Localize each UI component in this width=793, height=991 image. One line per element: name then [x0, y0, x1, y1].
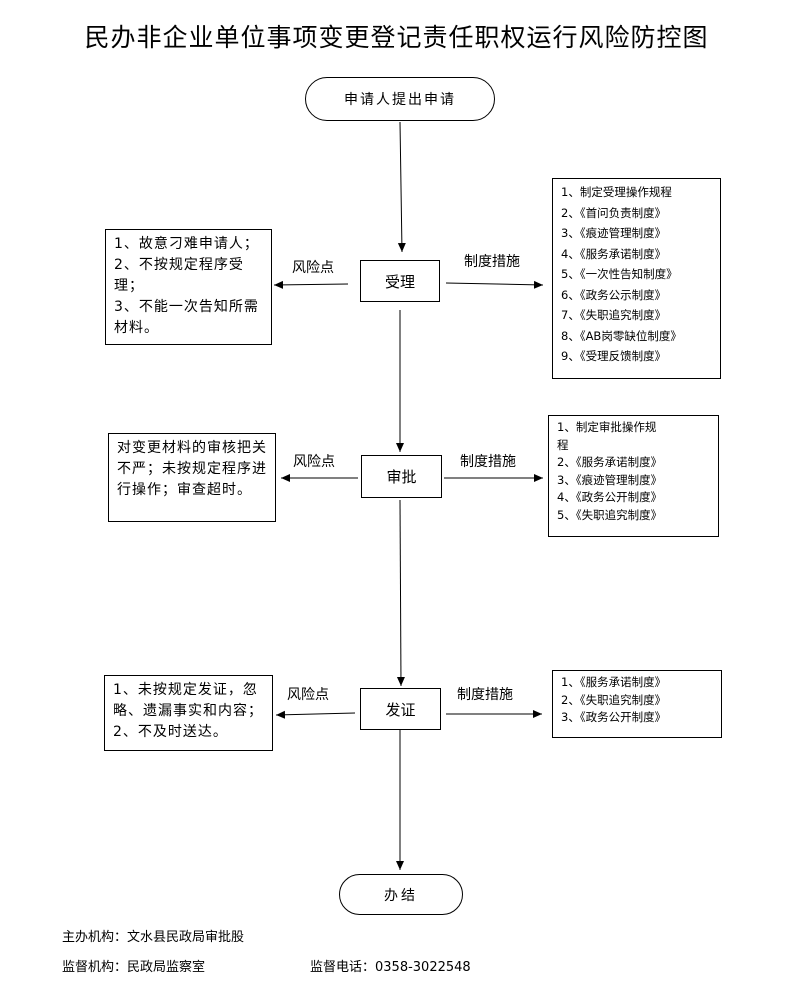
measure-item: 3、《痕迹管理制度》: [561, 226, 667, 240]
start-node: 申请人提出申请: [305, 77, 495, 121]
risk-item: 1、未按规定发证，忽略、遗漏事实和内容；: [113, 682, 263, 719]
measure-item: 7、《失职追究制度》: [561, 308, 667, 322]
arrow-issue-risk: [275, 710, 356, 719]
arrow-accept-measure: [445, 280, 544, 289]
measure-item: 1、制定受理操作规程: [561, 185, 672, 199]
page-title: 民办非企业单位事项变更登记责任职权运行风险防控图: [84, 23, 709, 52]
risk-box-issue: 1、未按规定发证，忽略、遗漏事实和内容； 2、不及时送达。: [104, 675, 273, 751]
measure-label-issue: 制度措施: [457, 687, 513, 703]
measure-item: 5、《一次性告知制度》: [561, 267, 678, 281]
measure-box-accept: 1、制定受理操作规程 2、《首问负责制度》 3、《痕迹管理制度》 4、《服务承诺…: [552, 178, 721, 379]
measure-item: 2、《失职追究制度》: [561, 692, 667, 707]
measure-item: 2、《服务承诺制度》: [557, 455, 663, 469]
arrow-start-to-accept: [397, 121, 406, 253]
measure-item: 2、《首问负责制度》: [561, 205, 667, 220]
measure-item: 8、《AB岗零缺位制度》: [561, 328, 682, 343]
measure-item: 1、制定审批操作规: [557, 420, 657, 434]
footer-organizer: 主办机构：文水县民政局审批股: [62, 930, 245, 945]
step-issue: 发证: [360, 688, 441, 730]
measure-item: 3、《政务公开制度》: [561, 710, 667, 724]
risk-box-approve: 对变更材料的审核把关不严；未按规定程序进行操作；审查超时。: [108, 433, 276, 522]
risk-item: 2、不按规定程序受理；: [114, 257, 244, 294]
arrow-approve-to-issue: [396, 499, 405, 687]
measure-item: 程: [557, 437, 569, 452]
risk-item: 1、故意刁难申请人；: [114, 236, 259, 252]
footer-supervisor: 监督机构：民政局监察室: [62, 960, 206, 975]
step-accept: 受理: [360, 260, 440, 302]
measure-item: 5、《失职追究制度》: [557, 507, 663, 522]
risk-label-approve: 风险点: [293, 454, 335, 470]
arrow-accept-risk: [273, 280, 349, 289]
risk-item: 3、不能一次告知所需材料。: [114, 299, 259, 336]
measure-item: 3、《痕迹管理制度》: [557, 472, 663, 487]
measure-box-issue: 1、《服务承诺制度》 2、《失职追究制度》 3、《政务公开制度》: [552, 670, 722, 738]
risk-label-accept: 风险点: [292, 260, 334, 276]
measure-box-approve: 1、制定审批操作规 程 2、《服务承诺制度》 3、《痕迹管理制度》 4、《政务公…: [548, 415, 719, 537]
end-node: 办结: [339, 874, 463, 915]
measure-item: 1、《服务承诺制度》: [561, 675, 667, 689]
measure-item: 9、《受理反馈制度》: [561, 349, 667, 363]
risk-label-issue: 风险点: [287, 687, 329, 703]
measure-item: 4、《政务公开制度》: [557, 490, 663, 504]
measure-label-accept: 制度措施: [464, 254, 520, 270]
risk-box-accept: 1、故意刁难申请人； 2、不按规定程序受理； 3、不能一次告知所需材料。: [105, 229, 272, 345]
measure-label-approve: 制度措施: [460, 454, 516, 470]
risk-item: 2、不及时送达。: [113, 724, 228, 740]
measure-item: 4、《服务承诺制度》: [561, 246, 667, 261]
measure-item: 6、《政务公示制度》: [561, 287, 667, 302]
footer-phone: 监督电话：0358-3022548: [310, 960, 471, 975]
step-approve: 审批: [361, 455, 442, 498]
risk-item: 对变更材料的审核把关不严；未按规定程序进行操作；审查超时。: [117, 440, 267, 498]
